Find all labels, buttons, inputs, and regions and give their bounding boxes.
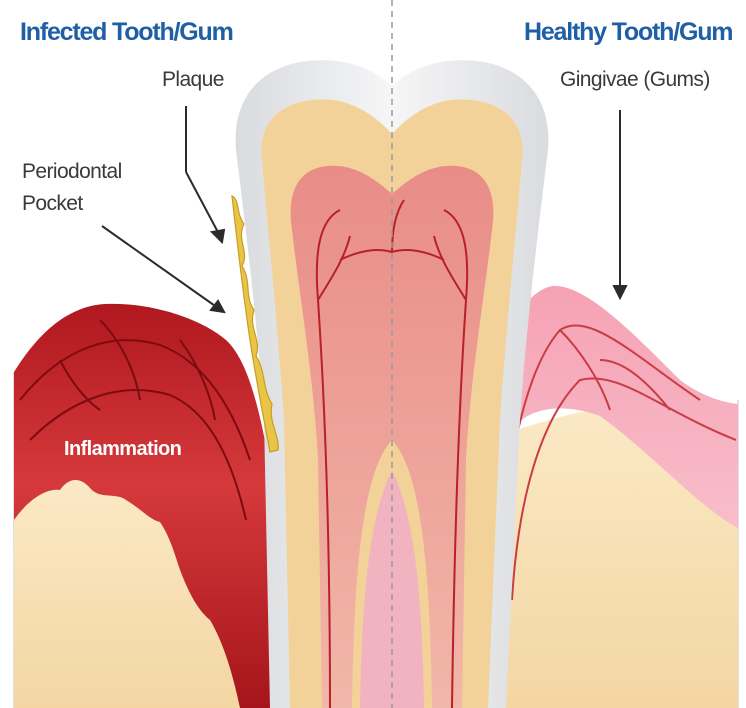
label-periodontal-line2: Pocket [22,190,83,218]
label-plaque: Plaque [162,66,224,94]
label-inflammation: Inflammation [64,438,181,461]
label-periodontal-line1: Periodontal [22,158,122,186]
heading-healthy: Healthy Tooth/Gum [524,18,732,47]
label-gingivae: Gingivae (Gums) [560,66,710,94]
heading-infected: Infected Tooth/Gum [20,18,233,47]
